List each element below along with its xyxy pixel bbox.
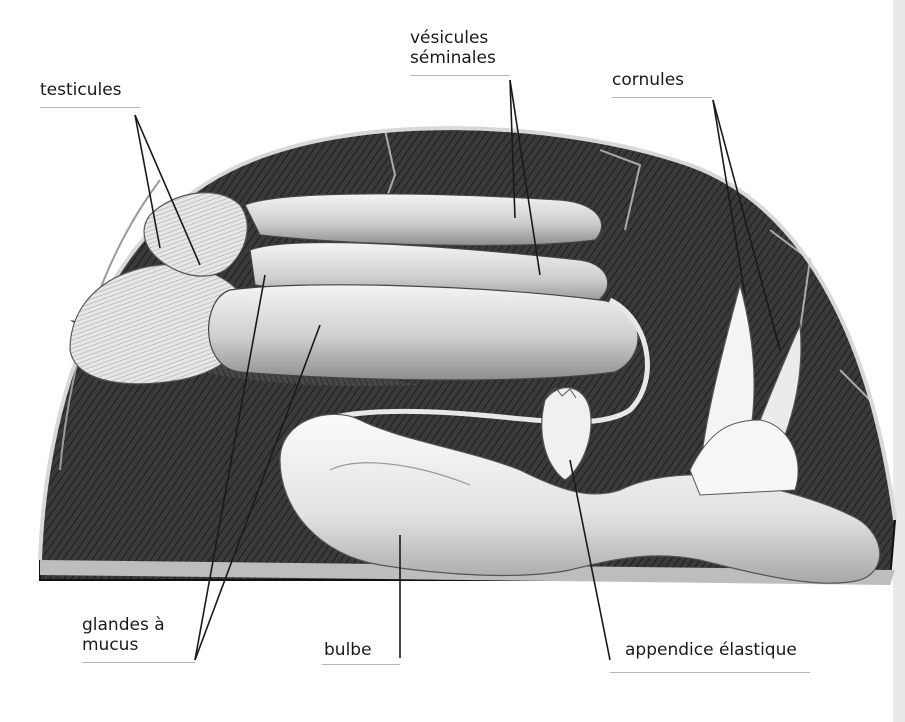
mucus-gland (209, 285, 638, 380)
label-underline (82, 662, 195, 663)
label-vesicules-line1: vésicules (410, 28, 488, 48)
label-cornules: cornules (612, 70, 684, 90)
label-testicules: testicules (40, 80, 122, 100)
label-glandes-line2: mucus (82, 635, 138, 655)
label-underline (612, 97, 712, 98)
label-glandes-line1: glandes à (82, 615, 165, 635)
label-appendice: appendice élastique (625, 640, 797, 660)
label-underline (40, 107, 140, 108)
label-underline (610, 672, 810, 673)
label-underline (410, 75, 510, 76)
label-bulbe: bulbe (324, 640, 372, 660)
label-underline (322, 664, 400, 665)
label-vesicules-line2: séminales (410, 48, 496, 68)
